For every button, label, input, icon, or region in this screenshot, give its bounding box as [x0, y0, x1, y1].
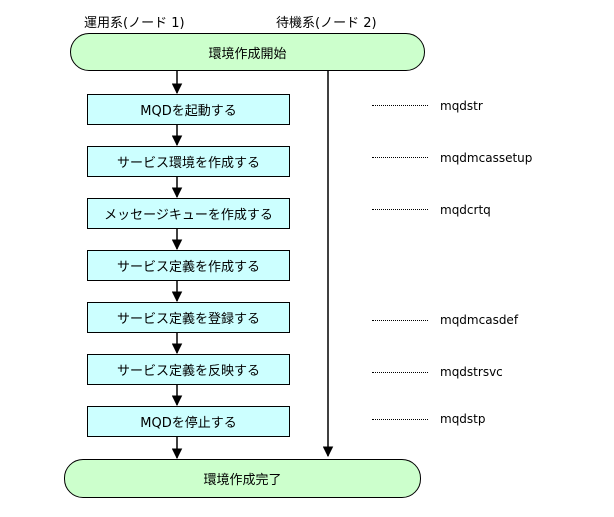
command-mqdstr: mqdstr — [440, 99, 483, 113]
end-node-label: 環境作成完了 — [203, 473, 282, 488]
step-start-mqd: MQDを起動する — [87, 94, 290, 125]
command-mqdcrtq: mqdcrtq — [440, 203, 491, 217]
step-create-service-env: サービス環境を作成する — [87, 146, 290, 177]
command-mqdstrsvc: mqdstrsvc — [440, 365, 503, 379]
command-leader-dots — [372, 372, 428, 373]
command-mqdstp: mqdstp — [440, 412, 486, 426]
step-label: サービス定義を作成する — [116, 260, 260, 275]
command-leader-dots — [372, 209, 428, 210]
command-leader-dots — [372, 320, 428, 321]
command-leader-dots — [372, 419, 428, 420]
standby-node-label: 待機系(ノード 2) — [276, 16, 377, 31]
command-leader-dots — [372, 105, 428, 106]
step-label: メッセージキューを作成する — [104, 208, 273, 223]
start-node-label: 環境作成開始 — [208, 46, 287, 62]
command-mqdmcassetup: mqdmcassetup — [440, 151, 533, 165]
start-node: 環境作成開始 — [70, 33, 425, 71]
step-label: サービス環境を作成する — [116, 156, 260, 171]
step-label: サービス定義を登録する — [116, 312, 260, 327]
command-mqdmcasdef: mqdmcasdef — [440, 313, 519, 327]
step-label: MQDを起動する — [140, 104, 237, 119]
step-register-service-def: サービス定義を登録する — [87, 302, 290, 333]
step-label: MQDを停止する — [140, 416, 237, 431]
end-node: 環境作成完了 — [64, 459, 421, 498]
step-create-message-queue: メッセージキューを作成する — [87, 198, 290, 229]
command-leader-dots — [372, 157, 428, 158]
active-node-label: 運用系(ノード 1) — [84, 16, 185, 31]
step-apply-service-def: サービス定義を反映する — [87, 354, 290, 385]
step-label: サービス定義を反映する — [116, 364, 260, 379]
step-create-service-def: サービス定義を作成する — [87, 250, 290, 281]
step-stop-mqd: MQDを停止する — [87, 406, 290, 437]
